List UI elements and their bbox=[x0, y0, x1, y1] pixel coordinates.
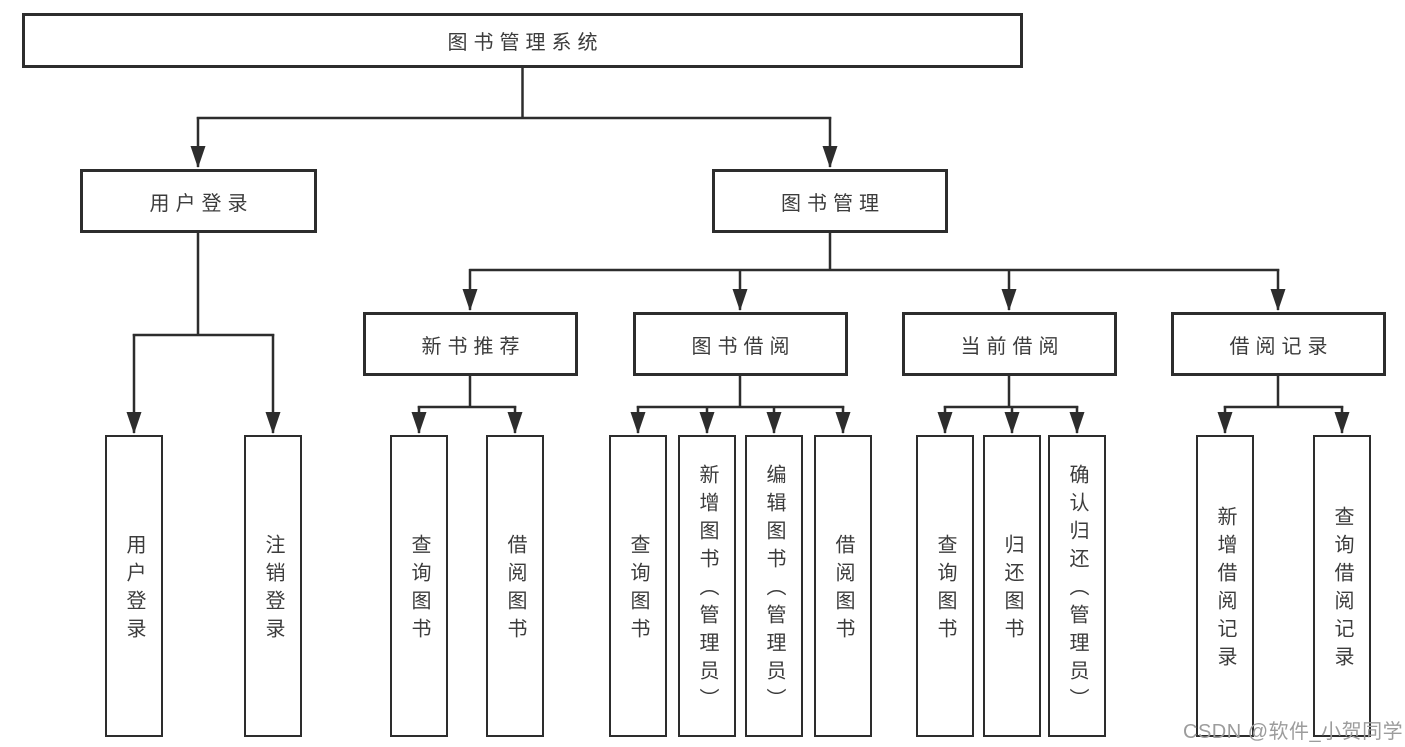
leaf-add-books-admin: 新增图书（管理员） bbox=[678, 435, 736, 737]
leaf-query-borrow-record: 查询借阅记录 bbox=[1313, 435, 1371, 737]
node-book-management: 图书管理 bbox=[712, 169, 948, 233]
leaf-borrow-books-recommend: 借阅图书 bbox=[486, 435, 544, 737]
leaf-add-borrow-record: 新增借阅记录 bbox=[1196, 435, 1254, 737]
node-user-login: 用户登录 bbox=[80, 169, 317, 233]
leaf-return-books: 归还图书 bbox=[983, 435, 1041, 737]
node-new-book-recommendation: 新书推荐 bbox=[363, 312, 578, 376]
leaf-edit-books-admin: 编辑图书（管理员） bbox=[745, 435, 803, 737]
leaf-query-books-recommend: 查询图书 bbox=[390, 435, 448, 737]
leaf-confirm-return-admin: 确认归还（管理员） bbox=[1048, 435, 1106, 737]
node-book-management-system: 图书管理系统 bbox=[22, 13, 1023, 68]
leaf-user-login: 用户登录 bbox=[105, 435, 163, 737]
leaf-borrow-books: 借阅图书 bbox=[814, 435, 872, 737]
node-current-borrowing: 当前借阅 bbox=[902, 312, 1117, 376]
leaf-query-books-borrow: 查询图书 bbox=[609, 435, 667, 737]
node-borrowing-records: 借阅记录 bbox=[1171, 312, 1386, 376]
node-book-borrowing: 图书借阅 bbox=[633, 312, 848, 376]
csdn-watermark: CSDN @软件_小贺同学 bbox=[1183, 721, 1404, 743]
leaf-logout: 注销登录 bbox=[244, 435, 302, 737]
leaf-query-books-current: 查询图书 bbox=[916, 435, 974, 737]
